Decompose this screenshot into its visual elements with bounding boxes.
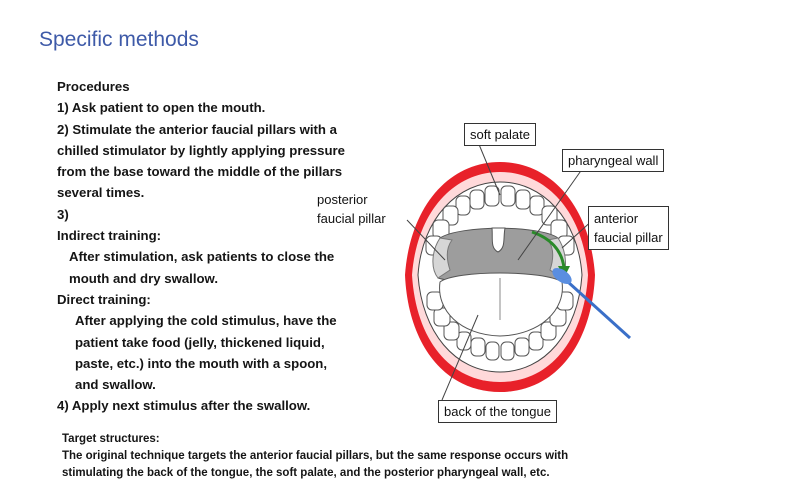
step-2-line-1: 2) Stimulate the anterior faucial pillar… [57, 121, 337, 137]
step-4: 4) Apply next stimulus after the swallow… [57, 398, 311, 414]
direct-line-3: paste, etc.) into the mouth with a spoon… [75, 355, 328, 371]
procedures-heading: Procedures [57, 79, 130, 94]
page-title: Specific methods [39, 28, 199, 51]
direct-heading: Direct training: [57, 291, 151, 307]
stimulator-tip [552, 268, 572, 284]
label-pharyngeal-wall-text: pharyngeal wall [568, 153, 659, 168]
target-line-2: stimulating the back of the tongue, the … [62, 467, 550, 479]
indirect-line-1: After stimulation, ask patients to close… [69, 249, 335, 265]
step-2-line-2: chilled stimulator by lightly applying p… [57, 142, 345, 158]
label-soft-palate-text: soft palate [470, 127, 530, 142]
uvula [491, 227, 506, 253]
tongue [439, 272, 563, 337]
label-anterior-pillar: anterior faucial pillar [588, 206, 669, 250]
label-pharyngeal-wall: pharyngeal wall [562, 149, 665, 172]
target-line-1: The original technique targets the anter… [62, 450, 569, 462]
step-2-line-3: from the base toward the middle of the p… [57, 164, 343, 180]
label-tongue-text: back of the tongue [444, 404, 551, 419]
label-anterior-line-2: faucial pillar [594, 230, 663, 245]
upper-teeth [425, 185, 575, 256]
step-2-line-4: several times. [57, 185, 145, 201]
label-posterior-line-2: faucial pillar [317, 211, 386, 226]
label-back-of-tongue: back of the tongue [438, 400, 557, 423]
target-heading: Target structures: [62, 433, 160, 445]
indirect-line-2: mouth and dry swallow. [69, 270, 218, 286]
target-structures: Target structures: The original techniqu… [62, 431, 762, 482]
indirect-heading: Indirect training: [57, 228, 162, 244]
direct-line-4: and swallow. [75, 377, 156, 393]
step-1: 1) Ask patient to open the mouth. [57, 100, 266, 116]
step-3: 3) [57, 206, 69, 222]
label-soft-palate: soft palate [464, 123, 536, 146]
label-posterior-line-1: posterior [317, 192, 368, 207]
procedures-text: Procedures 1) Ask patient to open the mo… [57, 76, 387, 417]
stimulator-handle [566, 280, 632, 340]
label-anterior-line-1: anterior [594, 211, 639, 226]
direct-line-1: After applying the cold stimulus, have t… [75, 313, 337, 329]
direct-line-2: patient take food (jelly, thickened liqu… [75, 334, 325, 350]
label-posterior-pillar: posterior faucial pillar [312, 188, 391, 230]
mouth-diagram: soft palate pharyngeal wall posterior fa… [300, 110, 700, 430]
mouth-illustration [405, 141, 632, 401]
